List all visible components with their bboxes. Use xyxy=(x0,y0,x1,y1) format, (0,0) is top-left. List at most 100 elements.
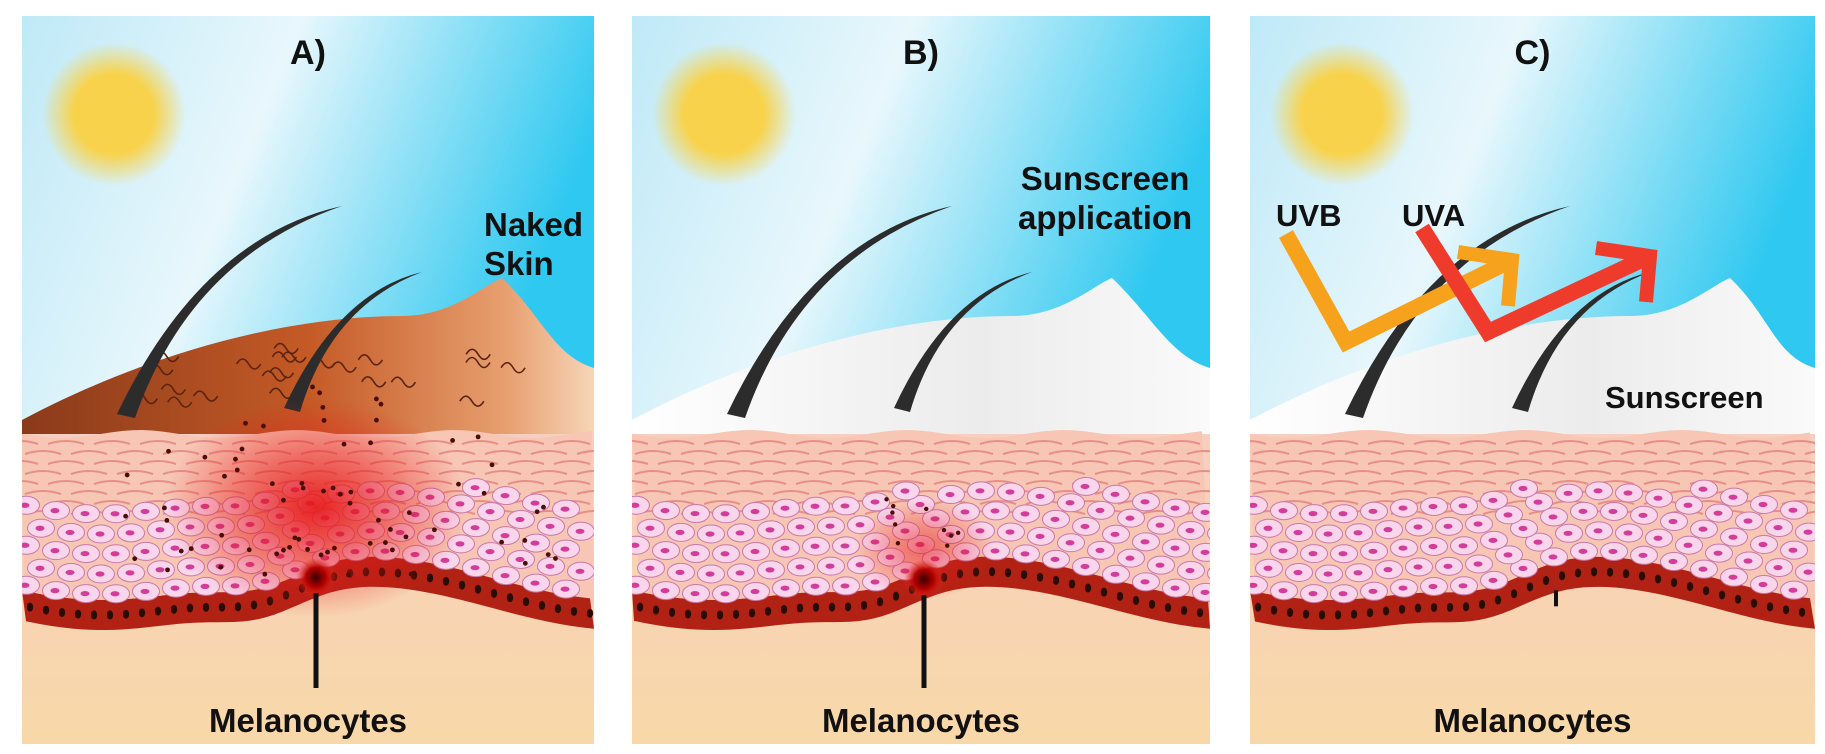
melanin-glow xyxy=(854,499,994,600)
melanin-dot xyxy=(281,497,286,503)
corneum-line xyxy=(576,470,594,475)
cell-nucleus xyxy=(1338,511,1348,517)
melanin-dot xyxy=(337,491,343,497)
corneum-line xyxy=(1252,470,1290,475)
cell-nucleus xyxy=(125,530,135,536)
cell-nucleus xyxy=(1170,545,1180,551)
cell-nucleus xyxy=(1155,522,1165,528)
cell-nucleus xyxy=(810,583,820,589)
melanin-dot xyxy=(941,527,947,533)
cell-nucleus xyxy=(1473,561,1483,567)
basal-nucleus xyxy=(1196,608,1204,618)
cell-nucleus xyxy=(1263,525,1273,531)
basal-nucleus xyxy=(1116,591,1124,601)
skin-wrinkle xyxy=(271,351,298,363)
basal-nucleus xyxy=(1622,569,1630,579)
corneum-line xyxy=(47,440,85,445)
skin-diagram-a xyxy=(22,16,594,744)
cell-nucleus xyxy=(1005,489,1015,495)
cell-nucleus xyxy=(660,587,670,594)
corneum-line xyxy=(553,440,591,445)
corneum-line xyxy=(818,450,856,455)
basal-nucleus xyxy=(988,567,996,577)
cell-nucleus xyxy=(1200,509,1210,515)
cell-nucleus xyxy=(825,523,835,529)
corneum-line xyxy=(680,490,718,495)
cell-nucleus xyxy=(765,567,775,573)
basal-nucleus xyxy=(716,610,724,620)
cell-nucleus xyxy=(1353,530,1363,536)
cell-nucleus xyxy=(1518,525,1528,532)
melanin-dot xyxy=(305,547,311,552)
basal-nucleus xyxy=(668,607,676,617)
cell-nucleus xyxy=(1293,529,1303,536)
keratinocyte xyxy=(1250,495,1268,515)
melanin-dot xyxy=(390,547,395,553)
cell-nucleus xyxy=(1638,512,1648,518)
cell-nucleus xyxy=(1608,548,1618,555)
corneum-line xyxy=(1002,450,1040,455)
corneum-line xyxy=(1551,480,1589,485)
cell-nucleus xyxy=(1488,497,1498,503)
cell-nucleus xyxy=(645,565,655,571)
corneum-line xyxy=(24,450,62,455)
corneum-line xyxy=(1413,480,1451,485)
corneum-line xyxy=(634,470,672,475)
melanin-dot xyxy=(348,489,354,495)
corneum-line xyxy=(749,480,787,485)
cell-nucleus xyxy=(575,528,585,534)
cell-nucleus xyxy=(840,583,850,589)
cell-nucleus xyxy=(1578,508,1588,514)
basal-nucleus xyxy=(636,602,644,612)
cell-nucleus xyxy=(22,542,30,548)
cell-nucleus xyxy=(22,502,30,508)
basal-nucleus xyxy=(26,602,34,612)
hair-icon xyxy=(894,272,1032,412)
basal-nucleus xyxy=(1606,567,1614,577)
corneum-line xyxy=(1321,480,1359,485)
basal-nucleus xyxy=(1100,587,1108,597)
corneum-line xyxy=(553,480,591,485)
cell-nucleus xyxy=(660,547,670,554)
corneum-line xyxy=(841,480,879,485)
basal-nucleus xyxy=(780,604,788,614)
melanin-dot xyxy=(924,506,929,512)
corneum-line xyxy=(1528,470,1566,475)
corneum-line xyxy=(1163,440,1201,445)
corneum-line xyxy=(484,450,522,455)
melanin-dot xyxy=(132,556,138,562)
corneum-line xyxy=(93,460,131,465)
cell-nucleus xyxy=(95,531,105,537)
corneum-line xyxy=(1436,490,1474,495)
cell-nucleus xyxy=(50,508,60,514)
corneum-line xyxy=(1551,440,1589,445)
corneum-line xyxy=(1505,460,1543,465)
corneum-line xyxy=(1574,450,1612,455)
corneum-line xyxy=(634,450,672,455)
basal-nucleus xyxy=(1004,568,1012,578)
corneum-line xyxy=(1413,460,1451,465)
cell-nucleus xyxy=(1728,494,1738,500)
skin-wrinkle xyxy=(361,376,387,388)
cell-nucleus xyxy=(140,548,150,555)
basal-nucleus xyxy=(1510,589,1518,599)
cell-nucleus xyxy=(1278,508,1288,514)
cell-nucleus xyxy=(735,570,745,576)
melanin-dot xyxy=(166,448,171,454)
sunscreen-layer xyxy=(632,278,1210,434)
cell-nucleus xyxy=(780,545,790,551)
corneum-line xyxy=(703,500,741,505)
basal-nucleus xyxy=(1430,602,1438,612)
corneum-line xyxy=(795,460,833,465)
melanin-dot xyxy=(541,504,546,510)
basal-nucleus xyxy=(570,606,578,616)
corneum-line xyxy=(632,480,649,485)
hair-icon xyxy=(1345,206,1570,418)
cell-nucleus xyxy=(1713,510,1723,516)
melanin-dot xyxy=(321,417,327,423)
cell-nucleus xyxy=(660,507,670,514)
cell-nucleus xyxy=(560,506,570,512)
basal-nucleus xyxy=(1494,595,1502,605)
basal-nucleus xyxy=(1382,606,1390,616)
melanin-dot xyxy=(553,556,558,561)
